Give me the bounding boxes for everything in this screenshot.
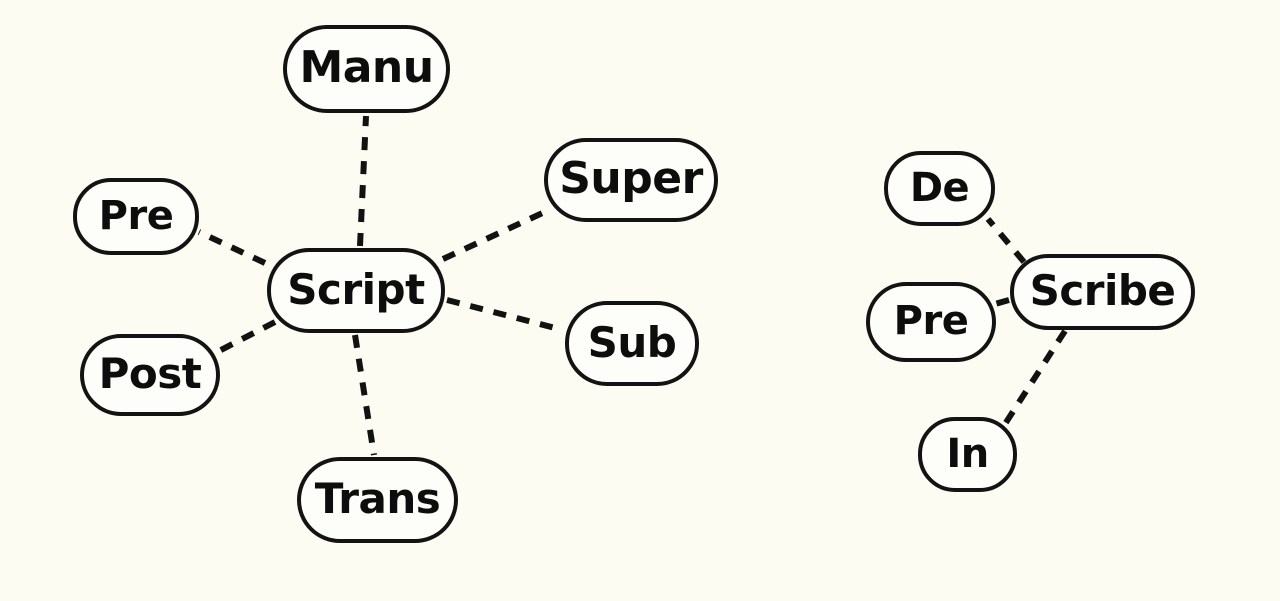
node-label-sub: Sub [587,317,677,367]
node-scribe[interactable]: Scribe [1010,254,1195,330]
node-trans[interactable]: Trans [297,457,458,543]
node-sub[interactable]: Sub [565,301,699,386]
node-manu[interactable]: Manu [283,25,450,113]
node-label-post: Post [98,349,202,398]
node-label-trans: Trans [314,474,441,523]
node-label-manu: Manu [299,42,434,93]
edge-scribe-in [1002,329,1068,426]
edge-scribe-de [985,217,1027,264]
node-label-scribe: Scribe [1029,266,1176,315]
node-label-pre-right: Pre [893,298,969,344]
edge-script-super [441,207,551,262]
node-de[interactable]: De [884,151,995,226]
edge-script-sub [446,297,564,333]
node-label-pre-left: Pre [98,192,174,239]
edge-script-post [217,319,277,354]
edge-script-pre [197,229,267,266]
node-in[interactable]: In [918,417,1017,492]
edge-scribe-pre [994,297,1010,307]
node-pre-right[interactable]: Pre [866,282,996,362]
node-label-in: In [946,430,989,477]
node-super[interactable]: Super [544,138,718,222]
node-post[interactable]: Post [80,334,220,416]
node-pre-left[interactable]: Pre [73,178,199,255]
node-script[interactable]: Script [267,248,445,333]
node-label-super: Super [559,153,703,204]
node-label-script: Script [287,264,425,314]
edge-script-trans [352,334,377,456]
edge-script-manu [357,115,369,247]
node-label-de: De [909,164,970,211]
